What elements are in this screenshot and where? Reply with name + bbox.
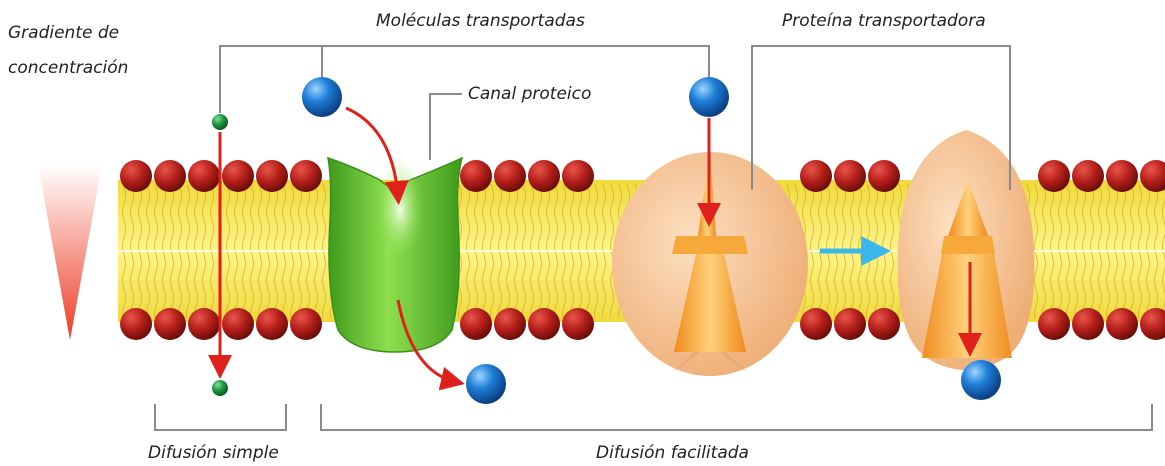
protein-channel — [328, 158, 462, 352]
gradient-label-line2: concentración — [8, 58, 128, 78]
phospholipid-head — [834, 308, 866, 340]
phospholipid-head — [120, 308, 152, 340]
phospholipid-head — [256, 308, 288, 340]
transported-molecules-label: Moléculas transportadas — [376, 11, 585, 31]
phospholipid-head — [120, 160, 152, 192]
phospholipid-head — [222, 160, 254, 192]
phospholipid-head — [154, 308, 186, 340]
phospholipid-head — [256, 160, 288, 192]
molecule-icon — [466, 364, 506, 404]
facilitated-diffusion-label: Difusión facilitada — [596, 443, 749, 463]
phospholipid-head — [868, 308, 900, 340]
phospholipid-head — [1038, 308, 1070, 340]
phospholipid-head — [800, 160, 832, 192]
phospholipid-head — [562, 160, 594, 192]
molecule-icon — [302, 77, 342, 117]
phospholipid-head — [188, 160, 220, 192]
phospholipid-head — [290, 160, 322, 192]
simple-diffusion-label: Difusión simple — [148, 443, 279, 463]
phospholipid-head — [222, 308, 254, 340]
protein-channel-label: Canal proteico — [468, 84, 591, 104]
gradient-label-line1: Gradiente de — [8, 23, 119, 43]
phospholipid-head — [1072, 160, 1104, 192]
molecule-icon — [212, 380, 228, 396]
gradient-arrow-icon — [38, 165, 102, 340]
phospholipid-head — [1106, 308, 1138, 340]
phospholipid-head — [460, 308, 492, 340]
phospholipid-head — [562, 308, 594, 340]
phospholipid-head — [834, 160, 866, 192]
phospholipid-head — [800, 308, 832, 340]
molecules-bracket — [220, 46, 709, 113]
facilitated-diffusion-bracket — [321, 404, 1152, 430]
phospholipid-head — [1106, 160, 1138, 192]
phospholipid-head — [290, 308, 322, 340]
phospholipid-head — [1072, 308, 1104, 340]
phospholipid-head — [494, 308, 526, 340]
carrier-protein — [898, 130, 1035, 370]
phospholipid-head — [528, 160, 560, 192]
phospholipid-head — [1038, 160, 1070, 192]
molecule-icon — [961, 360, 1001, 400]
phospholipid-head — [868, 160, 900, 192]
molecule-icon — [689, 77, 729, 117]
phospholipid-head — [154, 160, 186, 192]
phospholipid-head — [528, 308, 560, 340]
phospholipid-head — [188, 308, 220, 340]
simple-diffusion-bracket — [155, 404, 286, 430]
canal-pointer — [430, 94, 462, 160]
molecule-icon — [212, 114, 228, 130]
phospholipid-head — [460, 160, 492, 192]
carrier-protein-label: Proteína transportadora — [782, 11, 986, 31]
phospholipid-head — [494, 160, 526, 192]
